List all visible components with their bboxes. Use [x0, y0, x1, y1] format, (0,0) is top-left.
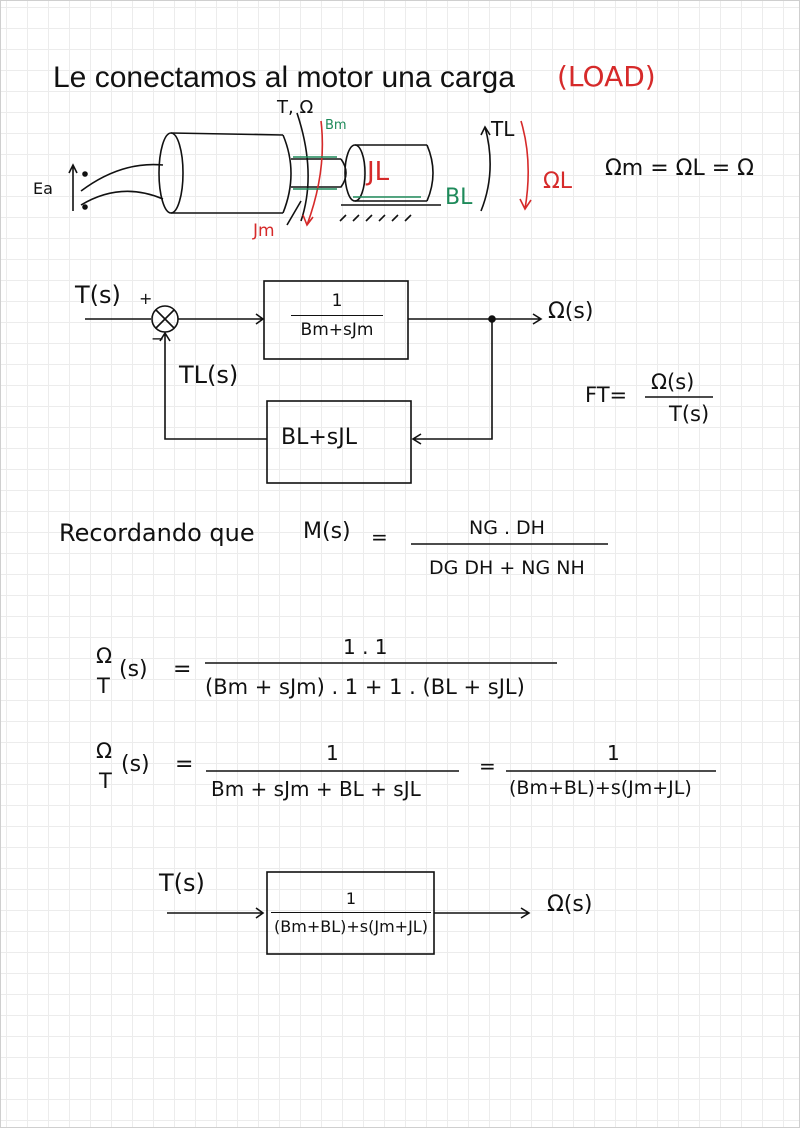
final-block-lines	[167, 871, 531, 955]
label-omega-l: ΩL	[543, 169, 573, 194]
final-output: Ω(s)	[547, 892, 593, 917]
recall-num: NG . DH	[469, 517, 545, 539]
eq2-eq-second: =	[479, 754, 496, 778]
numerator: 1	[345, 889, 357, 908]
ft-denominator: T(s)	[669, 402, 710, 426]
final-input: T(s)	[159, 869, 205, 897]
label-tl: TL	[491, 117, 515, 141]
eq1-lhs-arg: (s)	[119, 657, 148, 682]
numerator: 1	[331, 291, 343, 311]
eq2-lhs-arg: (s)	[121, 752, 150, 777]
eq1-eq: =	[173, 657, 192, 682]
label-torque-speed: T, Ω	[277, 97, 314, 118]
eq2-lhs-num: Ω	[96, 739, 113, 763]
label-bl: BL	[445, 185, 473, 210]
eq2-num: 1	[326, 741, 339, 765]
denominator: (Bm+BL)+s(Jm+JL)	[274, 917, 428, 936]
block-diagram-lines	[85, 280, 543, 484]
fraction-bars	[205, 396, 716, 772]
ft-label: FT=	[585, 383, 628, 407]
denominator: Bm+sJm	[300, 320, 374, 340]
motor-drawing	[68, 112, 347, 226]
recall-eq: =	[371, 525, 388, 549]
recall-lhs: M(s)	[303, 519, 351, 544]
forward-block-tf: 1 Bm+sJm	[291, 291, 383, 340]
eq2-eq: =	[175, 752, 194, 777]
bd-disturbance: TL(s)	[179, 361, 239, 389]
load-drawing	[339, 125, 491, 222]
final-block-tf: 1 (Bm+BL)+s(Jm+JL)	[271, 889, 431, 936]
friction-marks	[293, 156, 421, 198]
eq1-num: 1 . 1	[343, 635, 388, 659]
eq2-num2: 1	[607, 741, 620, 765]
bd-minus: −	[151, 329, 165, 348]
title-load: (LOAD)	[557, 60, 656, 93]
eq1-lhs-num: Ω	[96, 644, 113, 668]
label-ea: Ea	[33, 179, 53, 198]
bd-plus: +	[139, 289, 153, 308]
label-jm: Jm	[253, 221, 275, 241]
recall-text: Recordando que	[59, 519, 255, 547]
feedback-block-tf: BL+sJL	[281, 425, 357, 450]
label-jl: JL	[367, 157, 390, 187]
bd-output: Ω(s)	[548, 299, 594, 324]
eq2-den: Bm + sJm + BL + sJL	[211, 777, 421, 801]
recall-den: DG DH + NG NH	[429, 557, 585, 579]
eq1-den: (Bm + sJm) . 1 + 1 . (BL + sJL)	[205, 675, 525, 699]
eq2-lhs-den: T	[99, 769, 112, 793]
eq1-lhs-den: T	[97, 674, 110, 698]
bd-input: T(s)	[75, 281, 121, 309]
title: Le conectamos al motor una carga	[53, 61, 515, 94]
label-bm: Bm	[325, 118, 347, 133]
speed-equality: Ωm = ΩL = Ω	[605, 156, 754, 181]
red-arrows	[302, 120, 532, 227]
eq2-den2: (Bm+BL)+s(Jm+JL)	[509, 777, 692, 799]
ft-numerator: Ω(s)	[651, 370, 695, 394]
